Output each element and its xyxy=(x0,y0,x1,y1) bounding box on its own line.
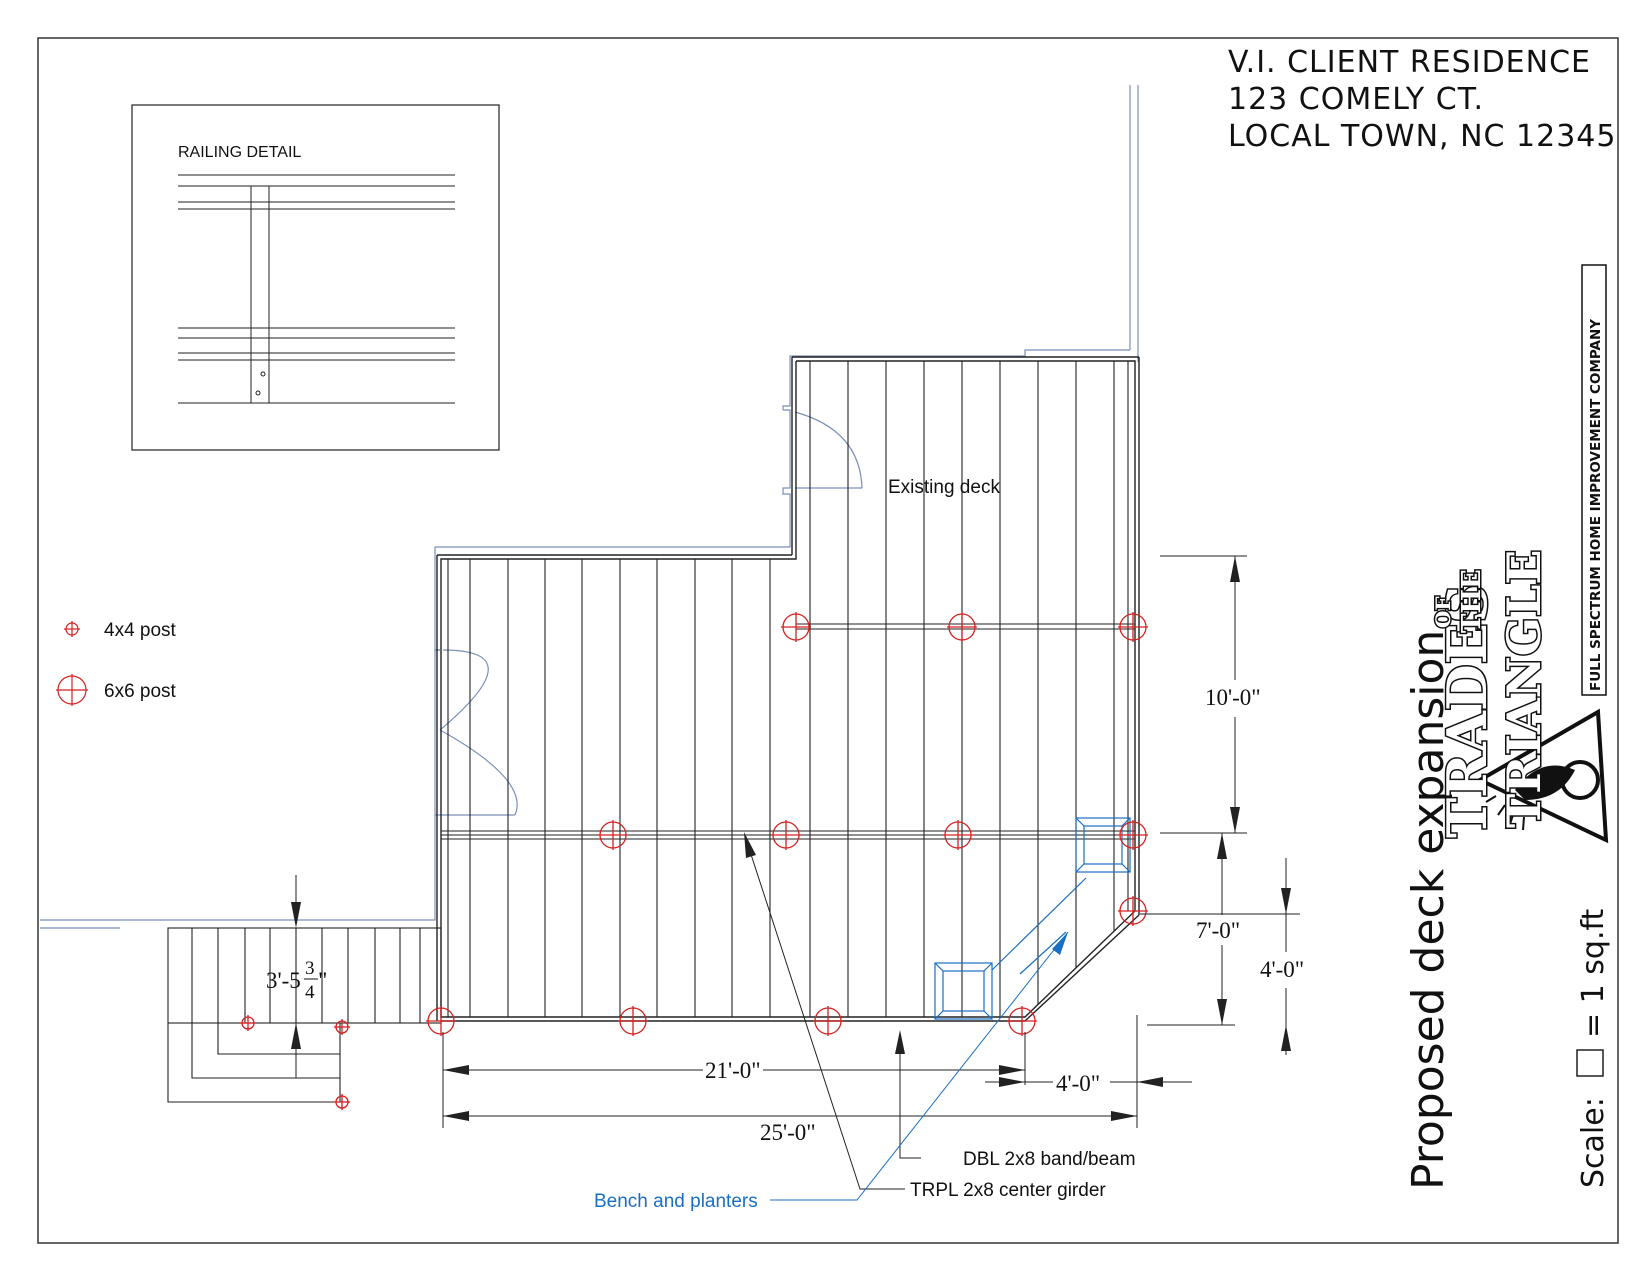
legend-label-6x6: 6x6 post xyxy=(104,681,177,702)
dim-21ft: 21'-0" xyxy=(705,1058,761,1083)
logo-the: THE xyxy=(1457,569,1487,633)
logo-triangle-icon xyxy=(1475,708,1609,844)
callout-center-girder: TRPL 2x8 center girder xyxy=(910,1180,1106,1201)
scale-label: Scale: xyxy=(1576,1097,1611,1188)
railing-drawing xyxy=(178,174,455,404)
post-4x4 xyxy=(334,1019,350,1035)
title-block: V.I. CLIENT RESIDENCE 123 COMELY CT. LOC… xyxy=(1228,45,1616,154)
dimension-lines xyxy=(291,555,1300,1128)
logo-triangle: TRIANGLE xyxy=(1497,550,1551,828)
post-6x6 xyxy=(1118,820,1148,850)
large-post-symbol xyxy=(56,674,88,706)
post-6x6 xyxy=(781,612,811,642)
small-post-symbol xyxy=(64,621,80,637)
callout-bench-planters: Bench and planters xyxy=(594,1191,758,1212)
post-6x6 xyxy=(771,820,801,850)
post-6x6 xyxy=(1118,612,1148,642)
title-line-1: V.I. CLIENT RESIDENCE xyxy=(1228,45,1591,80)
company-logo: TRADES OF THE TRIANGLE FULL SPECTRUM HOM… xyxy=(1430,264,1609,844)
dim-stair-whole: 3'-5 xyxy=(266,968,301,993)
bench-callout-leader xyxy=(770,931,1069,1201)
logo-trades: TRADES xyxy=(1435,584,1499,838)
dim-10ft: 10'-0" xyxy=(1205,685,1261,710)
dim-4ft-horizontal: 4'-0" xyxy=(1056,1071,1100,1096)
post-6x6 xyxy=(598,820,628,850)
dim-stair-numerator: 3 xyxy=(305,958,315,979)
scale-square-icon xyxy=(1576,1049,1604,1077)
house-outline xyxy=(40,85,1139,929)
deck-perimeter xyxy=(436,356,1140,1022)
scale-value: = 1 sq.ft xyxy=(1576,908,1611,1038)
title-line-3: LOCAL TOWN, NC 12345 xyxy=(1228,119,1616,154)
bench-planters xyxy=(934,817,1131,1020)
callout-band-beam: DBL 2x8 band/beam xyxy=(963,1149,1136,1170)
post-4x4 xyxy=(334,1094,350,1110)
post-6x6 xyxy=(947,612,977,642)
dim-stair-inch: " xyxy=(318,968,327,993)
existing-deck-label: Existing deck xyxy=(888,477,1000,498)
post-6x6 xyxy=(1007,1006,1037,1036)
legend: 4x4 post 6x6 post xyxy=(56,620,177,706)
post-6x6 xyxy=(618,1006,648,1036)
post-6x6 xyxy=(1118,896,1148,926)
sheet-border xyxy=(37,37,1619,1244)
post-4x4 xyxy=(240,1015,256,1031)
post-6x6 xyxy=(943,820,973,850)
post-6x6 xyxy=(426,1006,456,1036)
dim-25ft: 25'-0" xyxy=(760,1120,816,1145)
railing-detail-title: RAILING DETAIL xyxy=(178,144,301,161)
dim-7ft: 7'-0" xyxy=(1196,918,1240,943)
logo-tagline: FULL SPECTRUM HOME IMPROVEMENT COMPANY xyxy=(1588,319,1604,691)
logo-wordmark: TRADES OF THE TRIANGLE xyxy=(1430,548,1553,839)
post-6x6 xyxy=(813,1006,843,1036)
landing xyxy=(167,927,442,1103)
title-line-2: 123 COMELY CT. xyxy=(1228,82,1484,117)
railing-detail: RAILING DETAIL xyxy=(131,104,500,451)
dim-stair-denominator: 4 xyxy=(305,982,315,1003)
dim-4ft-vertical: 4'-0" xyxy=(1260,957,1304,982)
dim-stair-landing: 3'-5 3 4 " xyxy=(266,958,327,1003)
deck-joists xyxy=(447,361,1129,1017)
scale-note: Scale: = 1 sq.ft xyxy=(1576,908,1611,1188)
posts xyxy=(240,612,1148,1110)
callout-leaders xyxy=(744,832,921,1190)
sheet-title: Proposed deck expansion xyxy=(1403,630,1454,1190)
legend-label-4x4: 4x4 post xyxy=(104,620,177,641)
logo-of: OF xyxy=(1431,596,1455,628)
